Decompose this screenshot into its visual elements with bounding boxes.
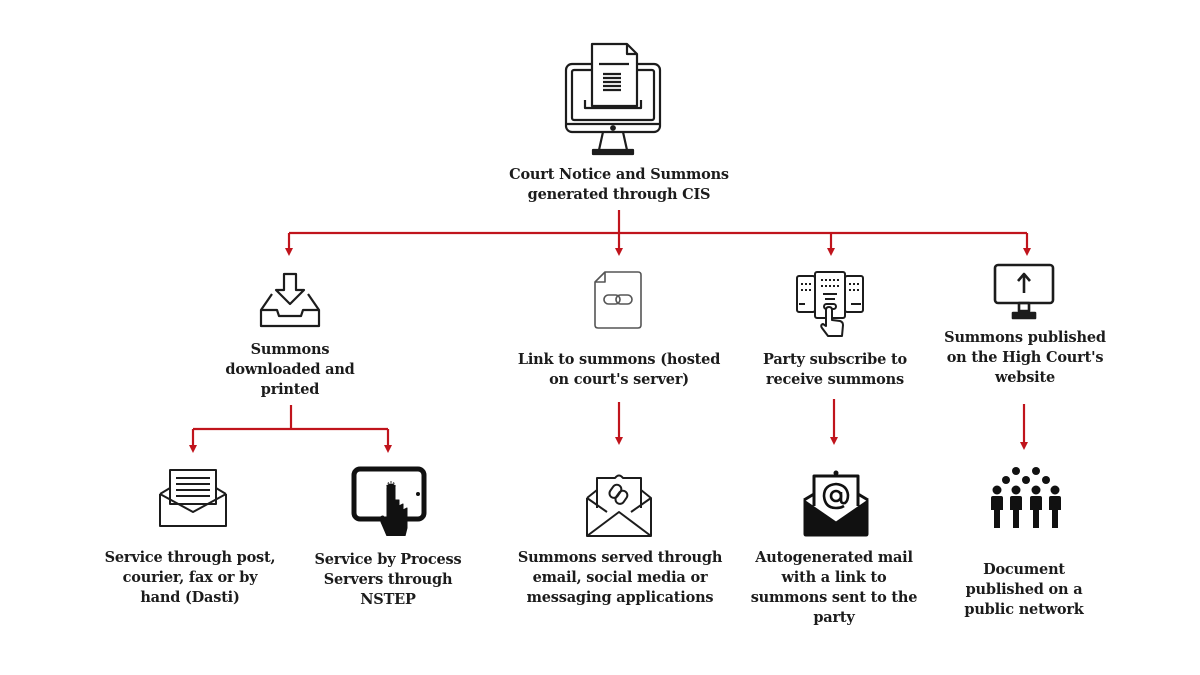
document-link-icon xyxy=(593,270,643,330)
people-network-icon xyxy=(990,466,1062,532)
link-label: Link to summons (hosted on court's serve… xyxy=(517,351,721,388)
envelope-link-icon xyxy=(585,472,653,538)
tablet-touch-icon xyxy=(351,466,427,537)
inbox-download-icon xyxy=(257,272,323,330)
email-service-label: Summons served through email, social med… xyxy=(517,549,723,606)
subscribe-touch-icon xyxy=(795,270,865,338)
download-label: Summons downloaded and printed xyxy=(225,341,355,398)
publish-label: Summons published on the High Court's we… xyxy=(944,329,1106,386)
monitor-upload-icon xyxy=(993,263,1055,323)
envelope-at-icon xyxy=(802,470,870,538)
post-service-label: Service through post, courier, fax or by… xyxy=(104,549,276,606)
envelope-letter-icon xyxy=(158,468,228,528)
nstep-service-label: Service by Process Servers through NSTEP xyxy=(314,551,462,608)
public-network-label: Document published on a public network xyxy=(964,561,1084,618)
root-label: Court Notice and Summons generated throu… xyxy=(509,166,729,203)
autogenerated-mail-label: Autogenerated mail with a link to summon… xyxy=(750,549,918,626)
computer-document-icon xyxy=(563,42,663,158)
subscribe-label: Party subscribe to receive summons xyxy=(763,351,907,388)
